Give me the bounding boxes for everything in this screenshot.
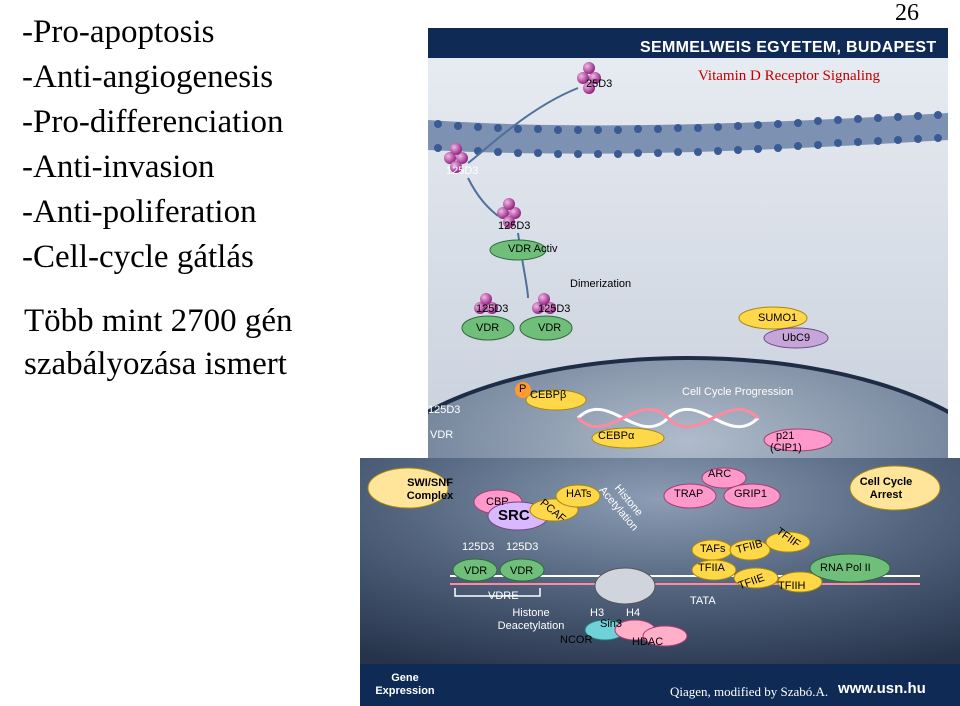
cbp-label: CBP	[486, 496, 509, 508]
arc-label: ARC	[708, 468, 732, 480]
ligand-label: 125D3	[428, 404, 461, 416]
ligand-label: 25D3	[586, 78, 613, 90]
ligand-label: 125D3	[462, 541, 495, 553]
sumo1-label: SUMO1	[758, 312, 798, 324]
dimerization-label: Dimerization	[570, 278, 632, 290]
ligand-label: 125D3	[446, 165, 479, 177]
vdr-pathway-figure-lower	[360, 458, 960, 664]
cebpb-label: CEBPβ	[530, 389, 567, 401]
p21-label: p21	[776, 430, 795, 442]
list-item: -Pro-differenciation	[22, 104, 284, 140]
figure-url: www.usn.hu	[838, 680, 926, 697]
figure-title: Vitamin D Receptor Signaling	[698, 68, 880, 84]
h3-label: H3	[590, 607, 605, 619]
grip1-label: GRIP1	[734, 488, 768, 500]
slide-number: 26	[895, 0, 919, 26]
vdr-label: VDR	[476, 322, 500, 334]
figure-credit: Qiagen, modified by Szabó.A.	[670, 684, 829, 699]
cell-cycle-arrest-label: Cell Cycle Arrest	[859, 476, 913, 501]
ligand-label: 125D3	[476, 303, 509, 315]
list-item: -Anti-angiogenesis	[22, 59, 274, 95]
hat-label: HATs	[566, 488, 592, 500]
sin3-label: Sin3	[600, 618, 623, 630]
tafs-label: TAFs	[700, 543, 726, 555]
tfiia-label: TFIIA	[698, 562, 725, 574]
ligand-label: 125D3	[538, 303, 571, 315]
ligand-label: 125D3	[498, 220, 531, 232]
vdre-label: VDRE	[488, 590, 519, 602]
list-item: -Pro-apoptosis	[22, 14, 215, 50]
ncor-label: NCOR	[560, 634, 593, 646]
vdr-pathway-figure-upper	[428, 28, 948, 458]
histone-deacetylation-label: Histone Deacetylation	[497, 607, 565, 632]
rna-pol-label: RNA Pol II	[820, 562, 871, 574]
list-item: -Cell-cycle gátlás	[22, 239, 254, 275]
phospho-label: P	[519, 383, 527, 395]
gene-expression-label: Gene Expression	[375, 672, 435, 697]
list-item: -Anti-invasion	[22, 149, 215, 185]
vdr-label: VDR	[464, 565, 488, 577]
banner-title: SEMMELWEIS EGYETEM, BUDAPEST	[640, 39, 937, 56]
ligand-label: 125D3	[506, 541, 539, 553]
vdr-activ-label: VDR Activ	[508, 243, 558, 255]
h4-label: H4	[626, 607, 641, 619]
ubc9-label: UbC9	[782, 332, 811, 344]
figure-footer	[360, 664, 960, 706]
gene-count-statement: Több mint 2700 gén szabályozása ismert	[24, 303, 293, 382]
vdr-label: VDR	[510, 565, 534, 577]
tata-label: TATA	[690, 595, 716, 607]
src-label: SRC	[498, 507, 530, 524]
list-item: -Anti-poliferation	[22, 194, 257, 230]
hdac-label: HDAC	[632, 636, 664, 648]
tfiih-label: TFIIH	[778, 580, 806, 592]
swi-snf-label: SWI/SNF Complex	[406, 477, 454, 502]
vdr-label: VDR	[538, 322, 562, 334]
cebpa-label: CEBPα	[598, 430, 635, 442]
cell-cycle-progression-label: Cell Cycle Progression	[682, 386, 794, 398]
vdr-label: VDR	[430, 429, 454, 441]
p21-sub-label: (CIP1)	[770, 442, 802, 454]
effects-list: -Pro-apoptosis -Anti-angiogenesis -Pro-d…	[22, 10, 432, 280]
trap-label: TRAP	[674, 488, 704, 500]
